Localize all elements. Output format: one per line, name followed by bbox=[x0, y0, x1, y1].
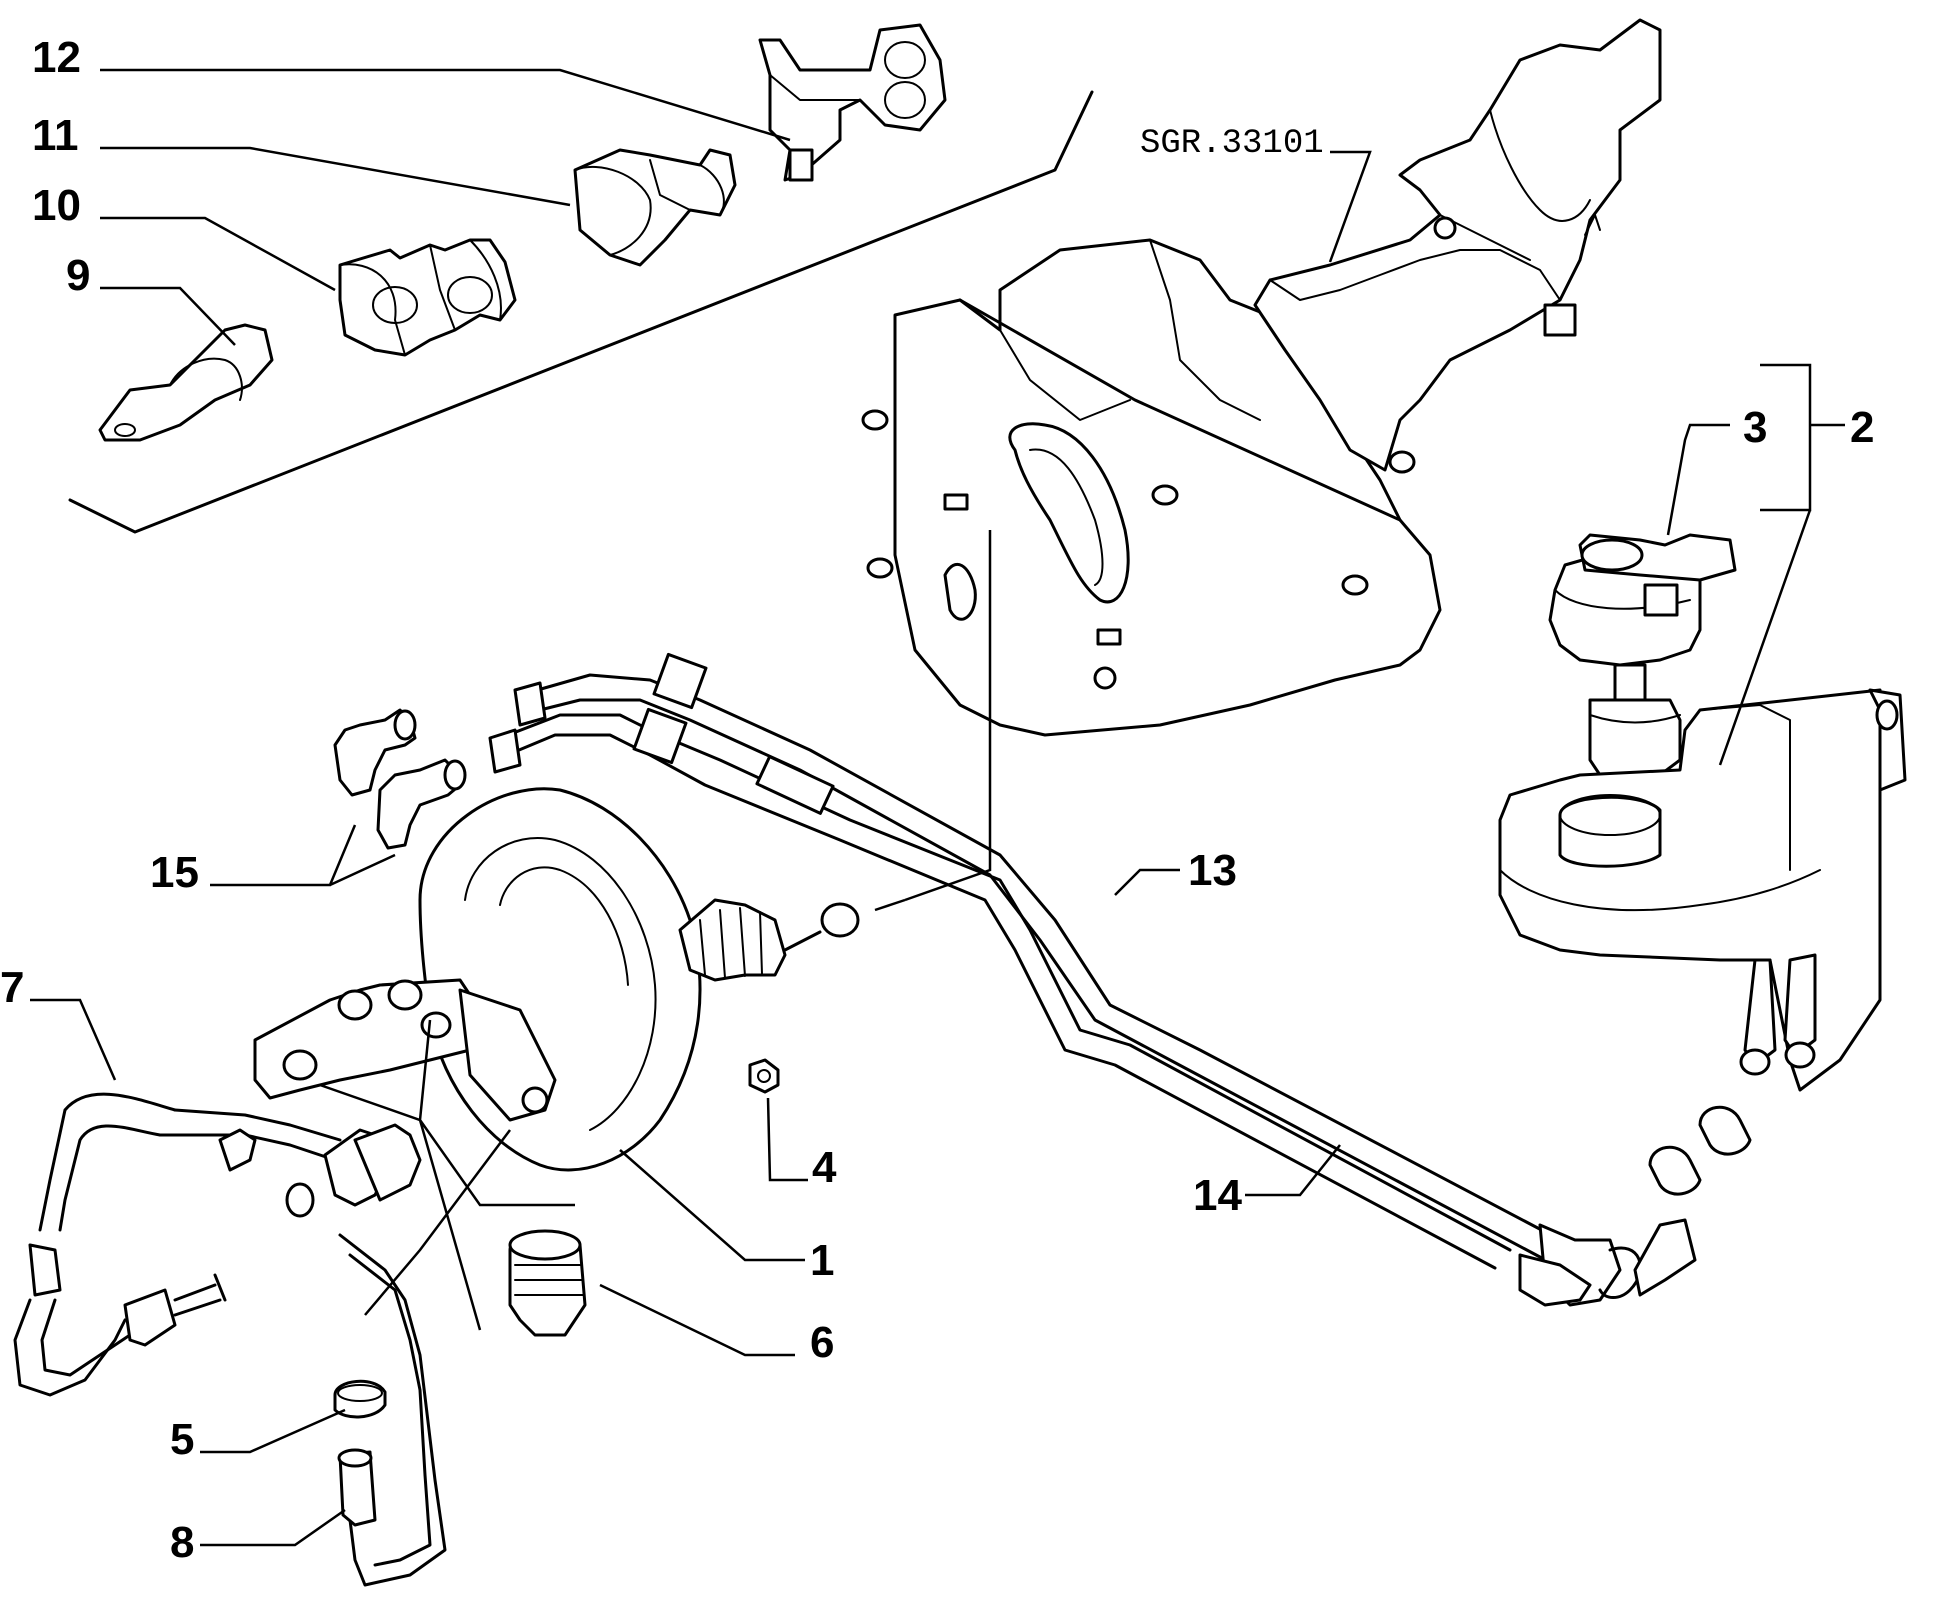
reference-code-leader bbox=[1328, 150, 1372, 263]
part-6-grommet bbox=[508, 1229, 587, 1337]
callout-9-leader bbox=[100, 286, 236, 346]
callout-14-leader bbox=[1245, 1144, 1341, 1197]
part-11-pipe-clip bbox=[573, 148, 737, 267]
callout-15: 15 bbox=[150, 848, 199, 897]
callout-5-leader bbox=[200, 1408, 346, 1454]
callout-7-leader bbox=[30, 998, 117, 1081]
master-cylinder bbox=[253, 978, 557, 1122]
part-9-support-bracket bbox=[98, 323, 274, 442]
part-5-hose-clamp bbox=[333, 1379, 387, 1419]
callout-14: 14 bbox=[1193, 1171, 1242, 1220]
part-1-brake-booster bbox=[418, 787, 906, 1172]
bulkhead-mounting-plate bbox=[861, 238, 1442, 737]
callout-3-leader bbox=[1666, 423, 1730, 536]
bulkhead-leader bbox=[904, 530, 992, 902]
pipe-clamps bbox=[1648, 1105, 1752, 1196]
part-13-brake-pipe bbox=[518, 673, 1572, 1267]
frame-arm bbox=[1253, 18, 1662, 474]
master-cylinder-leader bbox=[319, 1019, 575, 1331]
callout-2-bracket bbox=[1760, 363, 1812, 512]
callout-10-leader bbox=[100, 216, 336, 292]
callout-11-leader bbox=[100, 146, 571, 207]
callout-3: 3 bbox=[1743, 403, 1767, 452]
part-15-elbow-connectors bbox=[333, 708, 467, 850]
callout-6: 6 bbox=[810, 1318, 834, 1367]
reference-code: SGR.33101 bbox=[1140, 125, 1324, 163]
part-10-triple-clip bbox=[338, 238, 517, 357]
callout-11: 11 bbox=[32, 111, 79, 160]
part-8-vacuum-hose bbox=[337, 1233, 447, 1587]
callout-10: 10 bbox=[32, 181, 81, 230]
callout-1-leader bbox=[619, 1149, 805, 1262]
callout-8: 8 bbox=[170, 1518, 194, 1567]
part-2-reservoir-tank bbox=[1498, 688, 1907, 1092]
callout-12: 12 bbox=[32, 33, 81, 82]
part-14-brake-pipe bbox=[493, 713, 1512, 1270]
part-7-brake-hose bbox=[13, 1092, 422, 1397]
callout-4-leader bbox=[766, 1097, 808, 1182]
callout-7: 7 bbox=[0, 963, 24, 1012]
callout-2: 2 bbox=[1850, 403, 1874, 452]
part-12-bracket-clip bbox=[758, 23, 947, 182]
callout-6-leader bbox=[599, 1283, 795, 1357]
part-3-reservoir-cap-sensor bbox=[1548, 533, 1737, 777]
callout-15-leader bbox=[210, 824, 396, 887]
pipe-end-fittings bbox=[488, 652, 1697, 1307]
callout-1: 1 bbox=[810, 1236, 834, 1285]
inset-divider-line bbox=[68, 90, 1094, 534]
callout-5: 5 bbox=[170, 1415, 194, 1464]
callout-13-leader bbox=[1114, 868, 1180, 896]
callout-9: 9 bbox=[66, 251, 90, 300]
callout-13: 13 bbox=[1188, 846, 1237, 895]
callout-8-leader bbox=[200, 1508, 346, 1547]
part-4-nut bbox=[748, 1058, 780, 1094]
callout-12-leader bbox=[100, 68, 791, 142]
callout-4: 4 bbox=[812, 1143, 837, 1192]
callout-2-leader bbox=[1718, 423, 1845, 766]
